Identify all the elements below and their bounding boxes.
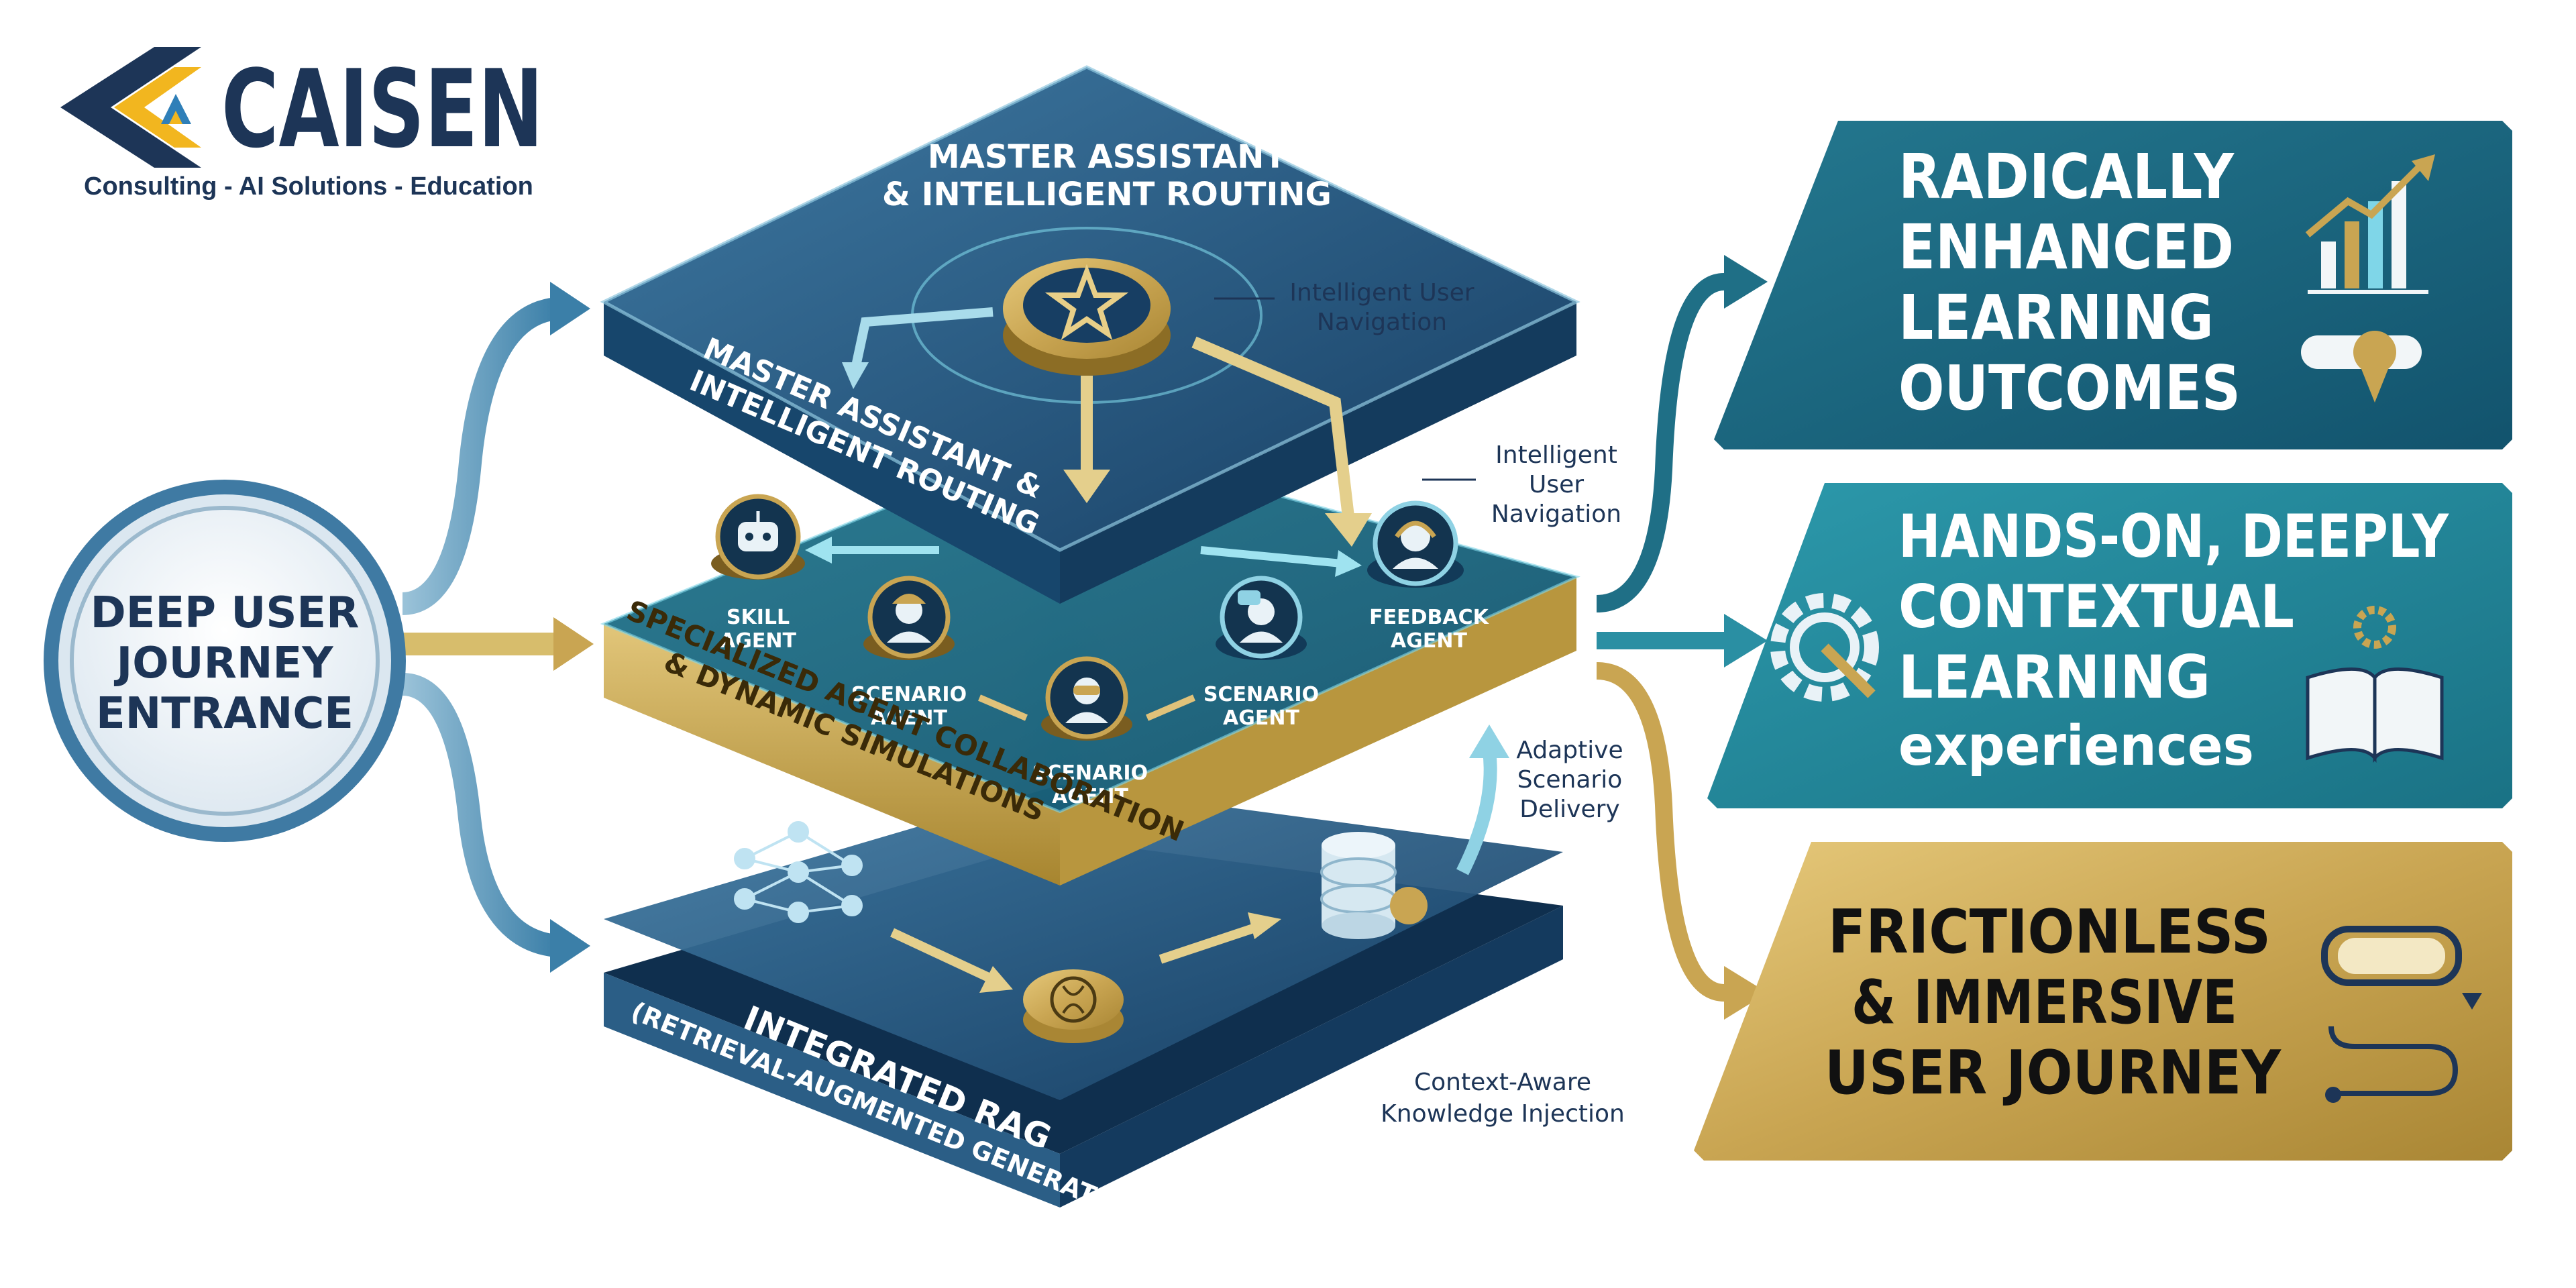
brand-name: CAISEN xyxy=(221,46,543,172)
callout-context-1: Context-Aware xyxy=(1414,1069,1591,1096)
agent-layer: SKILL AGENT SCENARIO AGENT SCENARIO AG xyxy=(600,434,1580,885)
outcome-2-line-1: HANDS-ON, DEEPLY xyxy=(1898,502,2449,571)
brain-icon xyxy=(1023,969,1124,1043)
growth-chart-icon xyxy=(2305,154,2435,294)
output-flows xyxy=(1596,255,1768,1020)
worker-icon xyxy=(887,594,931,643)
vr-goggles-icon xyxy=(2321,926,2462,986)
gear-icon xyxy=(1770,593,1879,702)
entrance-label-2: JOURNEY xyxy=(113,639,333,688)
scenario-agent-left-label-2: AGENT xyxy=(871,706,947,730)
agent-link-arrow xyxy=(1146,694,1195,721)
scenario-agent-right-label-1: SCENARIO xyxy=(1203,683,1319,706)
brand-tagline: Consulting - AI Solutions - Education xyxy=(84,172,533,201)
entrance-label-1: DEEP USER xyxy=(91,588,360,638)
outcome-1-line-4: OUTCOMES xyxy=(1898,352,2241,424)
feedback-agent: FEEDBACK AGENT xyxy=(1367,500,1490,653)
routing-layer-title-2: & INTELLIGENT ROUTING xyxy=(882,176,1332,213)
master-assistant-node xyxy=(1003,258,1171,376)
routing-layer-title-1: MASTER ASSISTANT xyxy=(928,138,1287,176)
outcome-3-line-2: & IMMERSIVE xyxy=(1851,967,2237,1038)
scenario-agent-center-label-2: AGENT xyxy=(1052,785,1128,808)
callout-top-2: Navigation xyxy=(1317,309,1447,336)
chevron-triangle-logo-icon xyxy=(60,47,201,168)
entrance-flows xyxy=(401,282,594,973)
scenario-agent-left-label-1: SCENARIO xyxy=(851,683,967,706)
outcome-1-line-2: ENHANCED xyxy=(1898,211,2234,283)
callout-top-1: Intelligent User xyxy=(1289,279,1474,307)
skill-agent-label-2: AGENT xyxy=(720,629,796,653)
skill-agent: SKILL AGENT xyxy=(711,494,805,653)
robot-icon xyxy=(738,511,778,551)
routing-arrow-right xyxy=(1191,336,1354,518)
agent-link-arrow xyxy=(1200,546,1342,568)
outcome-3-line-3: USER JOURNEY xyxy=(1825,1038,2282,1108)
entrance-label-3: ENTRANCE xyxy=(96,689,354,739)
vr-user-icon xyxy=(1065,678,1108,723)
outcome-2-line-3: LEARNING xyxy=(1898,643,2210,712)
feedback-agent-label-2: AGENT xyxy=(1391,629,1467,653)
callout-adaptive-2: Scenario xyxy=(1517,766,1623,794)
rag-layer: INTEGRATED RAG (RETRIEVAL-AUGMENTED GENE… xyxy=(604,724,1563,1234)
adaptive-arrow xyxy=(1456,750,1497,875)
routing-arrow-left xyxy=(851,307,994,370)
skill-agent-label-1: SKILL xyxy=(727,606,790,629)
routing-layer: MASTER ASSISTANT & INTELLIGENT ROUTING M… xyxy=(600,65,1580,604)
open-book-icon xyxy=(2306,606,2444,763)
callout-adaptive-1: Adaptive xyxy=(1516,737,1623,764)
journey-path-icon xyxy=(2325,993,2482,1103)
neural-network-icon xyxy=(734,821,863,923)
scenario-agent-center: SCENARIO AGENT xyxy=(1032,656,1148,808)
database-icon xyxy=(1320,832,1428,939)
flow-arrow xyxy=(1159,921,1263,964)
outcome-1-line-3: LEARNING xyxy=(1898,282,2214,354)
chat-user-icon xyxy=(1238,590,1283,643)
scenario-agent-right-label-2: AGENT xyxy=(1223,706,1299,730)
star-icon xyxy=(1044,264,1129,340)
scenario-agent-left: SCENARIO AGENT xyxy=(851,576,967,730)
outcome-2-line-2: CONTEXTUAL xyxy=(1898,572,2294,641)
agent-link-arrow xyxy=(978,694,1028,721)
headset-icon xyxy=(1393,521,1438,569)
callout-middle-2: User xyxy=(1529,471,1584,498)
scenario-agent-right: SCENARIO AGENT xyxy=(1203,576,1319,730)
flow-arrow xyxy=(890,928,995,984)
callout-adaptive-3: Delivery xyxy=(1519,796,1619,823)
callout-context-2: Knowledge Injection xyxy=(1381,1100,1625,1128)
outcome-1-line-1: RADICALLY xyxy=(1898,141,2235,213)
scenario-agent-center-label-1: SCENARIO xyxy=(1032,761,1148,785)
outcome-2-line-4: experiences xyxy=(1898,714,2254,778)
outcome-panel-2: HANDS-ON, DEEPLY CONTEXTUAL LEARNING exp… xyxy=(1707,483,2512,808)
callouts: Intelligent User Navigation Intelligent … xyxy=(1214,279,1625,1128)
outcome-panel-3: FRICTIONLESS & IMMERSIVE USER JOURNEY xyxy=(1694,842,2512,1161)
diploma-icon xyxy=(2301,331,2422,402)
callout-middle-3: Navigation xyxy=(1491,500,1621,528)
feedback-agent-label-1: FEEDBACK xyxy=(1369,606,1489,629)
outcome-3-line-1: FRICTIONLESS xyxy=(1828,897,2271,967)
outcome-panel-1: RADICALLY ENHANCED LEARNING OUTCOMES xyxy=(1714,121,2512,449)
brand-logo: CAISEN Consulting - AI Solutions - Educa… xyxy=(60,46,543,201)
callout-middle-1: Intelligent xyxy=(1495,441,1617,469)
entrance-node: DEEP USER JOURNEY ENTRANCE xyxy=(44,480,406,842)
